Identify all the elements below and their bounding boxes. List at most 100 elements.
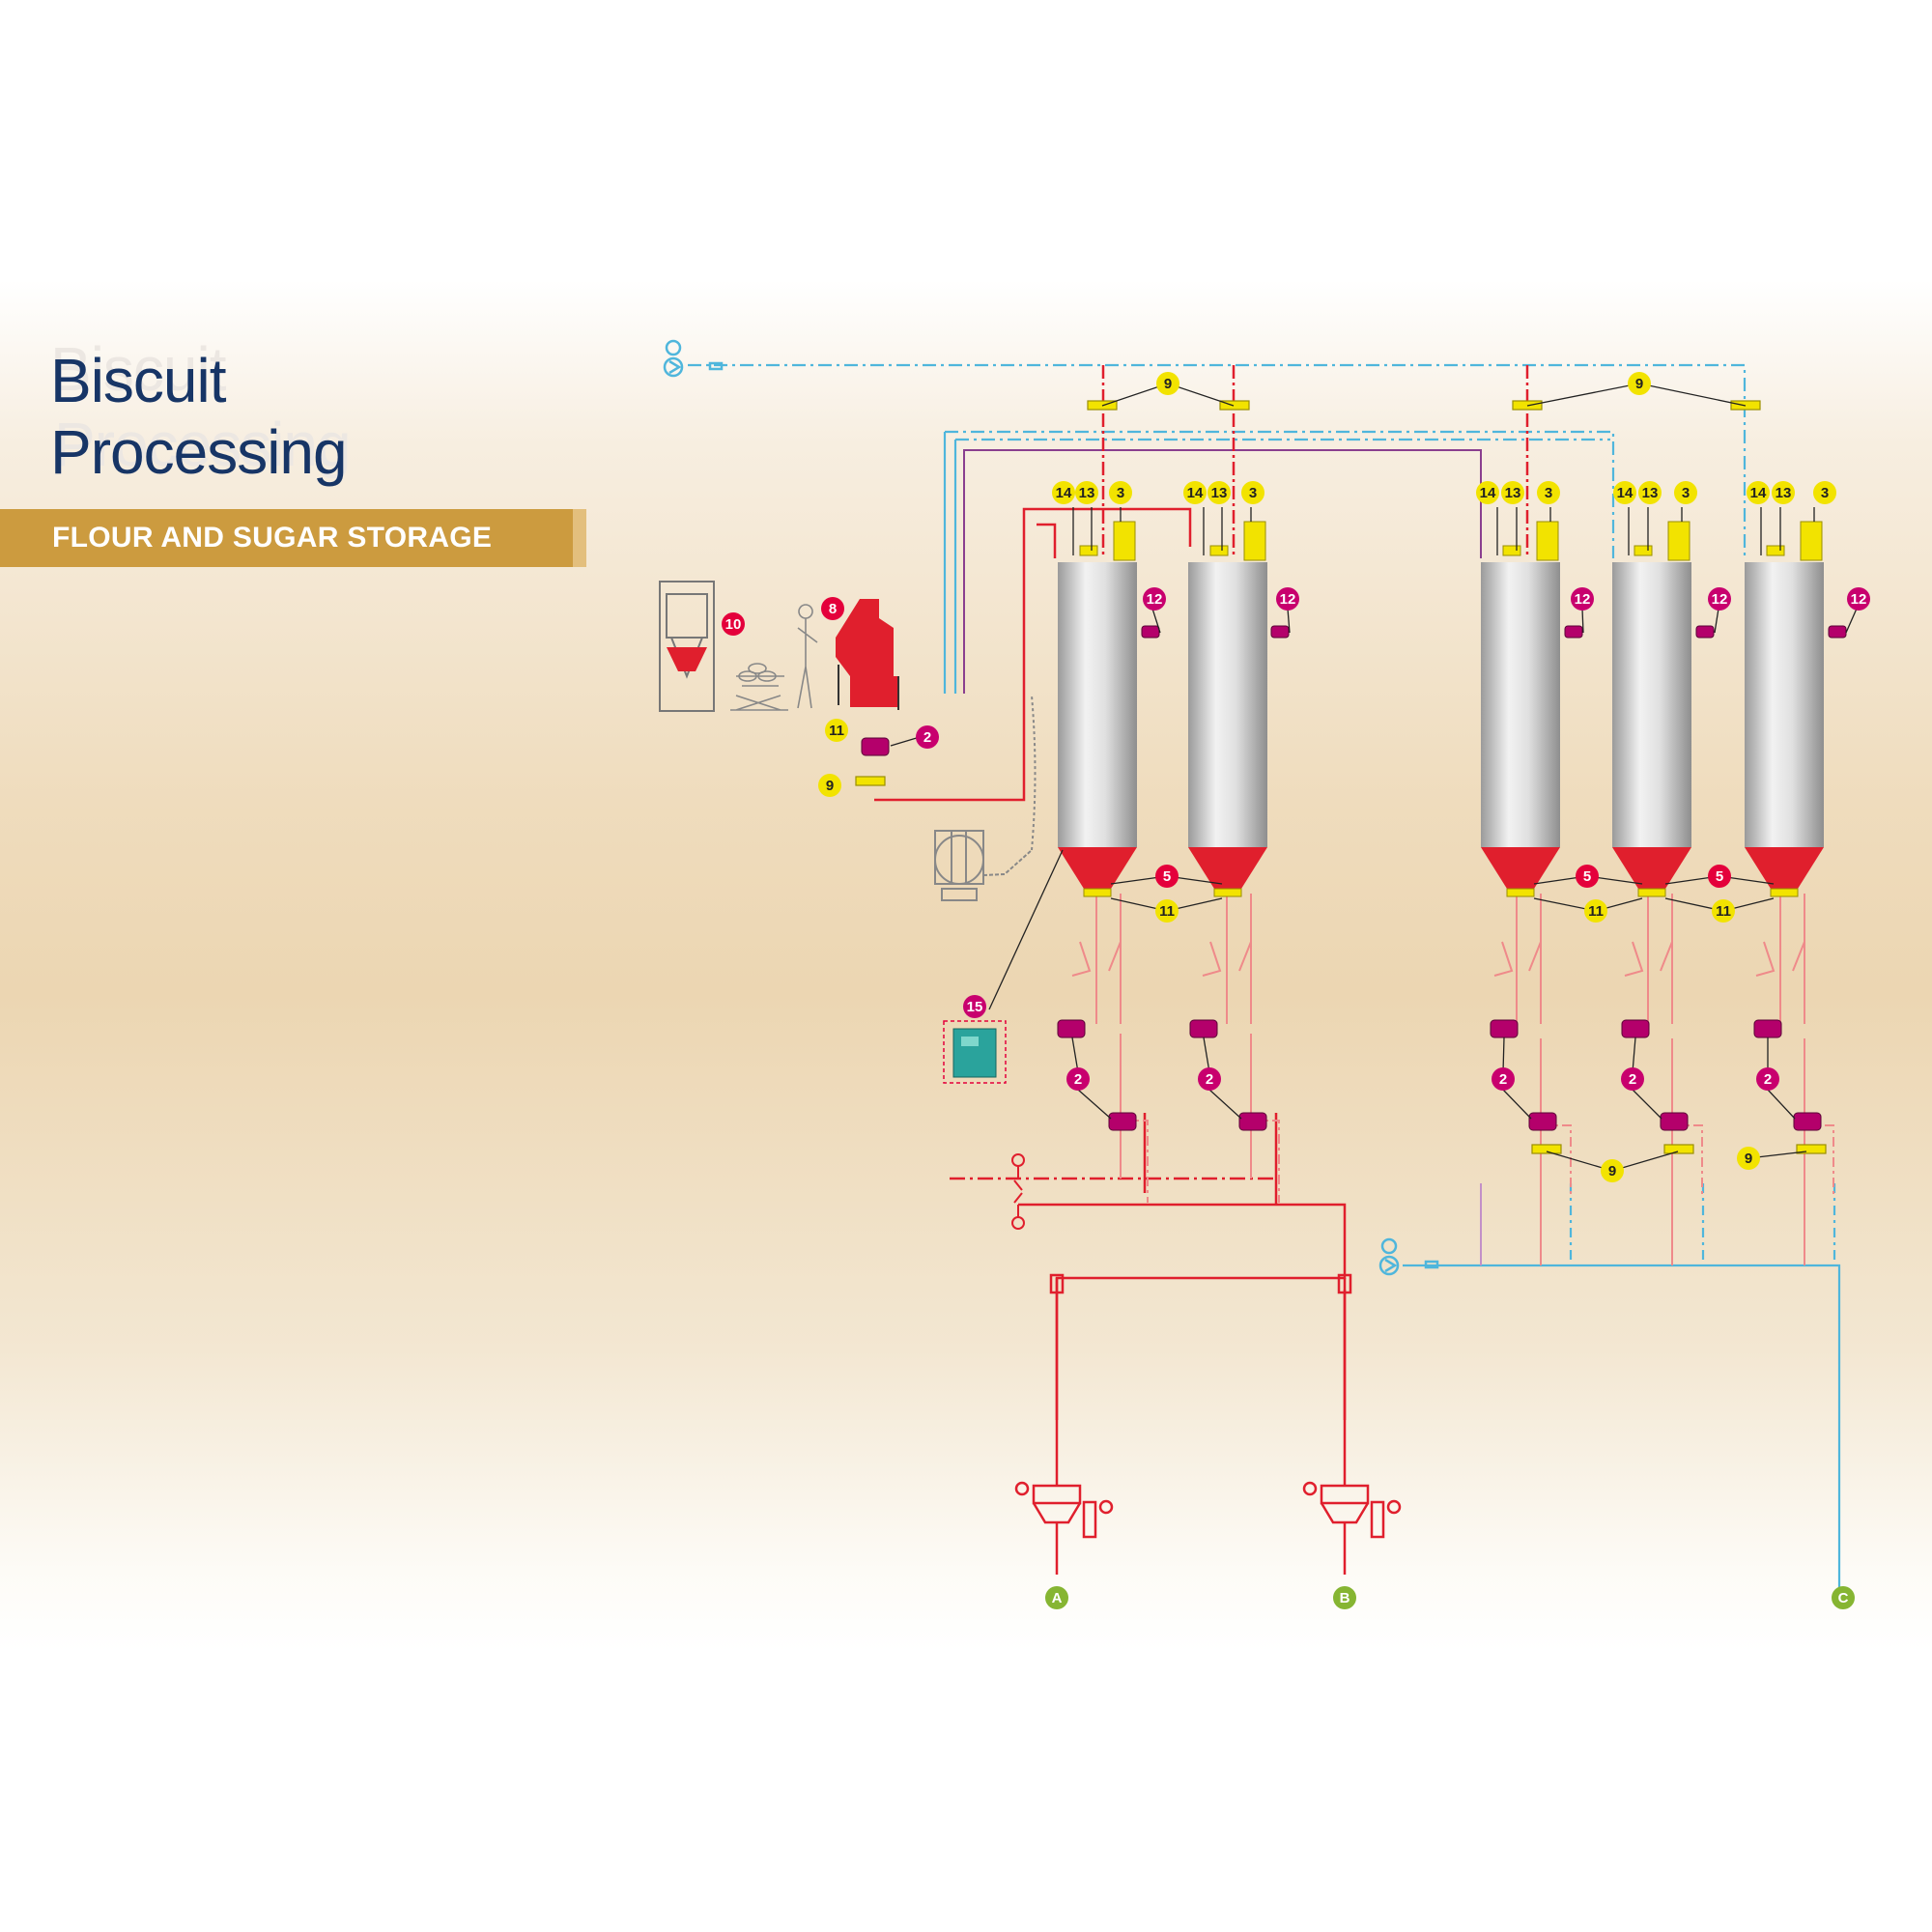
callout-silo-4-13: 13: [1638, 481, 1662, 504]
svg-text:2: 2: [1074, 1071, 1082, 1088]
air-lines: [688, 363, 1841, 1594]
callout-filter-3: 9: [818, 774, 841, 797]
svg-text:14: 14: [1056, 485, 1072, 501]
output-a: A: [1045, 1586, 1068, 1609]
subtitle-bar-edge: [573, 509, 586, 567]
svg-text:12: 12: [1147, 591, 1163, 608]
callout-level-5: 12: [1847, 587, 1870, 611]
svg-text:9: 9: [1608, 1163, 1616, 1179]
svg-text:2: 2: [1499, 1071, 1507, 1088]
tanker-truck: [934, 695, 1037, 901]
callout-feeder-4: 2: [1621, 1067, 1644, 1091]
callout-silo-5-14: 14: [1747, 481, 1770, 504]
svg-text:14: 14: [1750, 485, 1767, 501]
callout-hopper-3: 5: [1708, 865, 1731, 888]
output-c: C: [1832, 1586, 1855, 1609]
callout-silo-5-3: 3: [1813, 481, 1836, 504]
callout-outlet-1: 11: [1155, 899, 1179, 923]
title-ghost-line1: Biscuit: [50, 334, 226, 404]
output-b: B: [1333, 1586, 1356, 1609]
callout-outlet-3: 11: [1712, 899, 1735, 923]
svg-text:11: 11: [829, 723, 844, 739]
blower-top: [663, 339, 724, 378]
callout-filter-5: 9: [1737, 1147, 1760, 1170]
receiver-b: [1302, 1273, 1402, 1575]
svg-text:B: B: [1340, 1590, 1350, 1606]
callout-filter-2: 9: [1628, 372, 1651, 395]
svg-text:13: 13: [1505, 485, 1521, 501]
diverter-valves: [1011, 1153, 1025, 1230]
svg-text:14: 14: [1617, 485, 1634, 501]
svg-text:3: 3: [1682, 485, 1690, 501]
svg-text:11: 11: [1159, 903, 1175, 920]
callout-silo-1-13: 13: [1075, 481, 1098, 504]
svg-text:12: 12: [1712, 591, 1728, 608]
svg-text:3: 3: [1249, 485, 1257, 501]
svg-text:3: 3: [1545, 485, 1552, 501]
svg-text:13: 13: [1776, 485, 1792, 501]
callout-filter-1: 9: [1156, 372, 1179, 395]
svg-text:2: 2: [1629, 1071, 1636, 1088]
svg-text:13: 13: [1079, 485, 1095, 501]
callout-feeder-2: 2: [1198, 1067, 1221, 1091]
callouts: 14 13 3 14 13 3 14 13 3 14 13 3 14 13 3 12 12 12 12 12 9 9 9 9 9…: [722, 372, 1870, 1609]
bag-dump-station: [836, 599, 899, 710]
callout-level-3: 12: [1571, 587, 1594, 611]
callout-silo-4-3: 3: [1674, 481, 1697, 504]
level-sensors: [1141, 625, 1847, 639]
svg-text:15: 15: [967, 999, 983, 1015]
callout-feeder-1: 2: [1066, 1067, 1090, 1091]
svg-text:12: 12: [1575, 591, 1591, 608]
svg-text:10: 10: [725, 616, 742, 633]
callout-bag-station: 8: [821, 597, 844, 620]
callout-control-panel: 15: [963, 995, 986, 1018]
silo-3: [1481, 521, 1560, 897]
blower-bottom: [1378, 1237, 1439, 1276]
title-ghost-line2: Processing: [54, 410, 352, 479]
page-title-line2: Processing: [50, 417, 348, 487]
subtitle-bar: [0, 509, 573, 567]
svg-text:11: 11: [1588, 903, 1604, 920]
svg-text:3: 3: [1821, 485, 1829, 501]
svg-text:9: 9: [1635, 376, 1643, 392]
svg-text:11: 11: [1716, 903, 1731, 920]
outlet-feeds: [1071, 894, 1834, 1265]
big-bag-hopper: [667, 647, 707, 671]
control-panel: [943, 1020, 1007, 1084]
silo-2: [1188, 521, 1267, 897]
svg-text:C: C: [1838, 1590, 1849, 1606]
svg-text:9: 9: [1745, 1151, 1752, 1167]
callout-feeder-5: 2: [1756, 1067, 1779, 1091]
callout-feeder-3: 2: [1492, 1067, 1515, 1091]
svg-text:2: 2: [1764, 1071, 1772, 1088]
svg-text:13: 13: [1642, 485, 1659, 501]
svg-text:5: 5: [1583, 868, 1591, 885]
callout-level-1: 12: [1143, 587, 1166, 611]
receiver-a: [1014, 1273, 1114, 1575]
svg-text:5: 5: [1163, 868, 1171, 885]
silo-1: [1058, 521, 1137, 897]
svg-text:5: 5: [1716, 868, 1723, 885]
svg-text:12: 12: [1280, 591, 1296, 608]
callout-big-bag: 10: [722, 612, 745, 636]
callout-hopper-1: 5: [1155, 865, 1179, 888]
big-bag-frame: [659, 581, 715, 712]
product-lines: [874, 365, 1529, 1420]
callout-silo-2-13: 13: [1208, 481, 1231, 504]
svg-text:14: 14: [1187, 485, 1204, 501]
svg-text:9: 9: [1164, 376, 1172, 392]
section-subtitle: FLOUR AND SUGAR STORAGE: [52, 522, 493, 554]
feeders: [861, 737, 1822, 1131]
svg-text:3: 3: [1117, 485, 1124, 501]
callout-silo-5-13: 13: [1772, 481, 1795, 504]
svg-text:9: 9: [826, 778, 834, 794]
callout-silo-1-3: 3: [1109, 481, 1132, 504]
callout-level-2: 12: [1276, 587, 1299, 611]
callout-silo-3-14: 14: [1476, 481, 1499, 504]
callout-silo-3-3: 3: [1537, 481, 1560, 504]
callout-silo-3-13: 13: [1501, 481, 1524, 504]
svg-text:2: 2: [1206, 1071, 1213, 1088]
svg-text:13: 13: [1211, 485, 1228, 501]
